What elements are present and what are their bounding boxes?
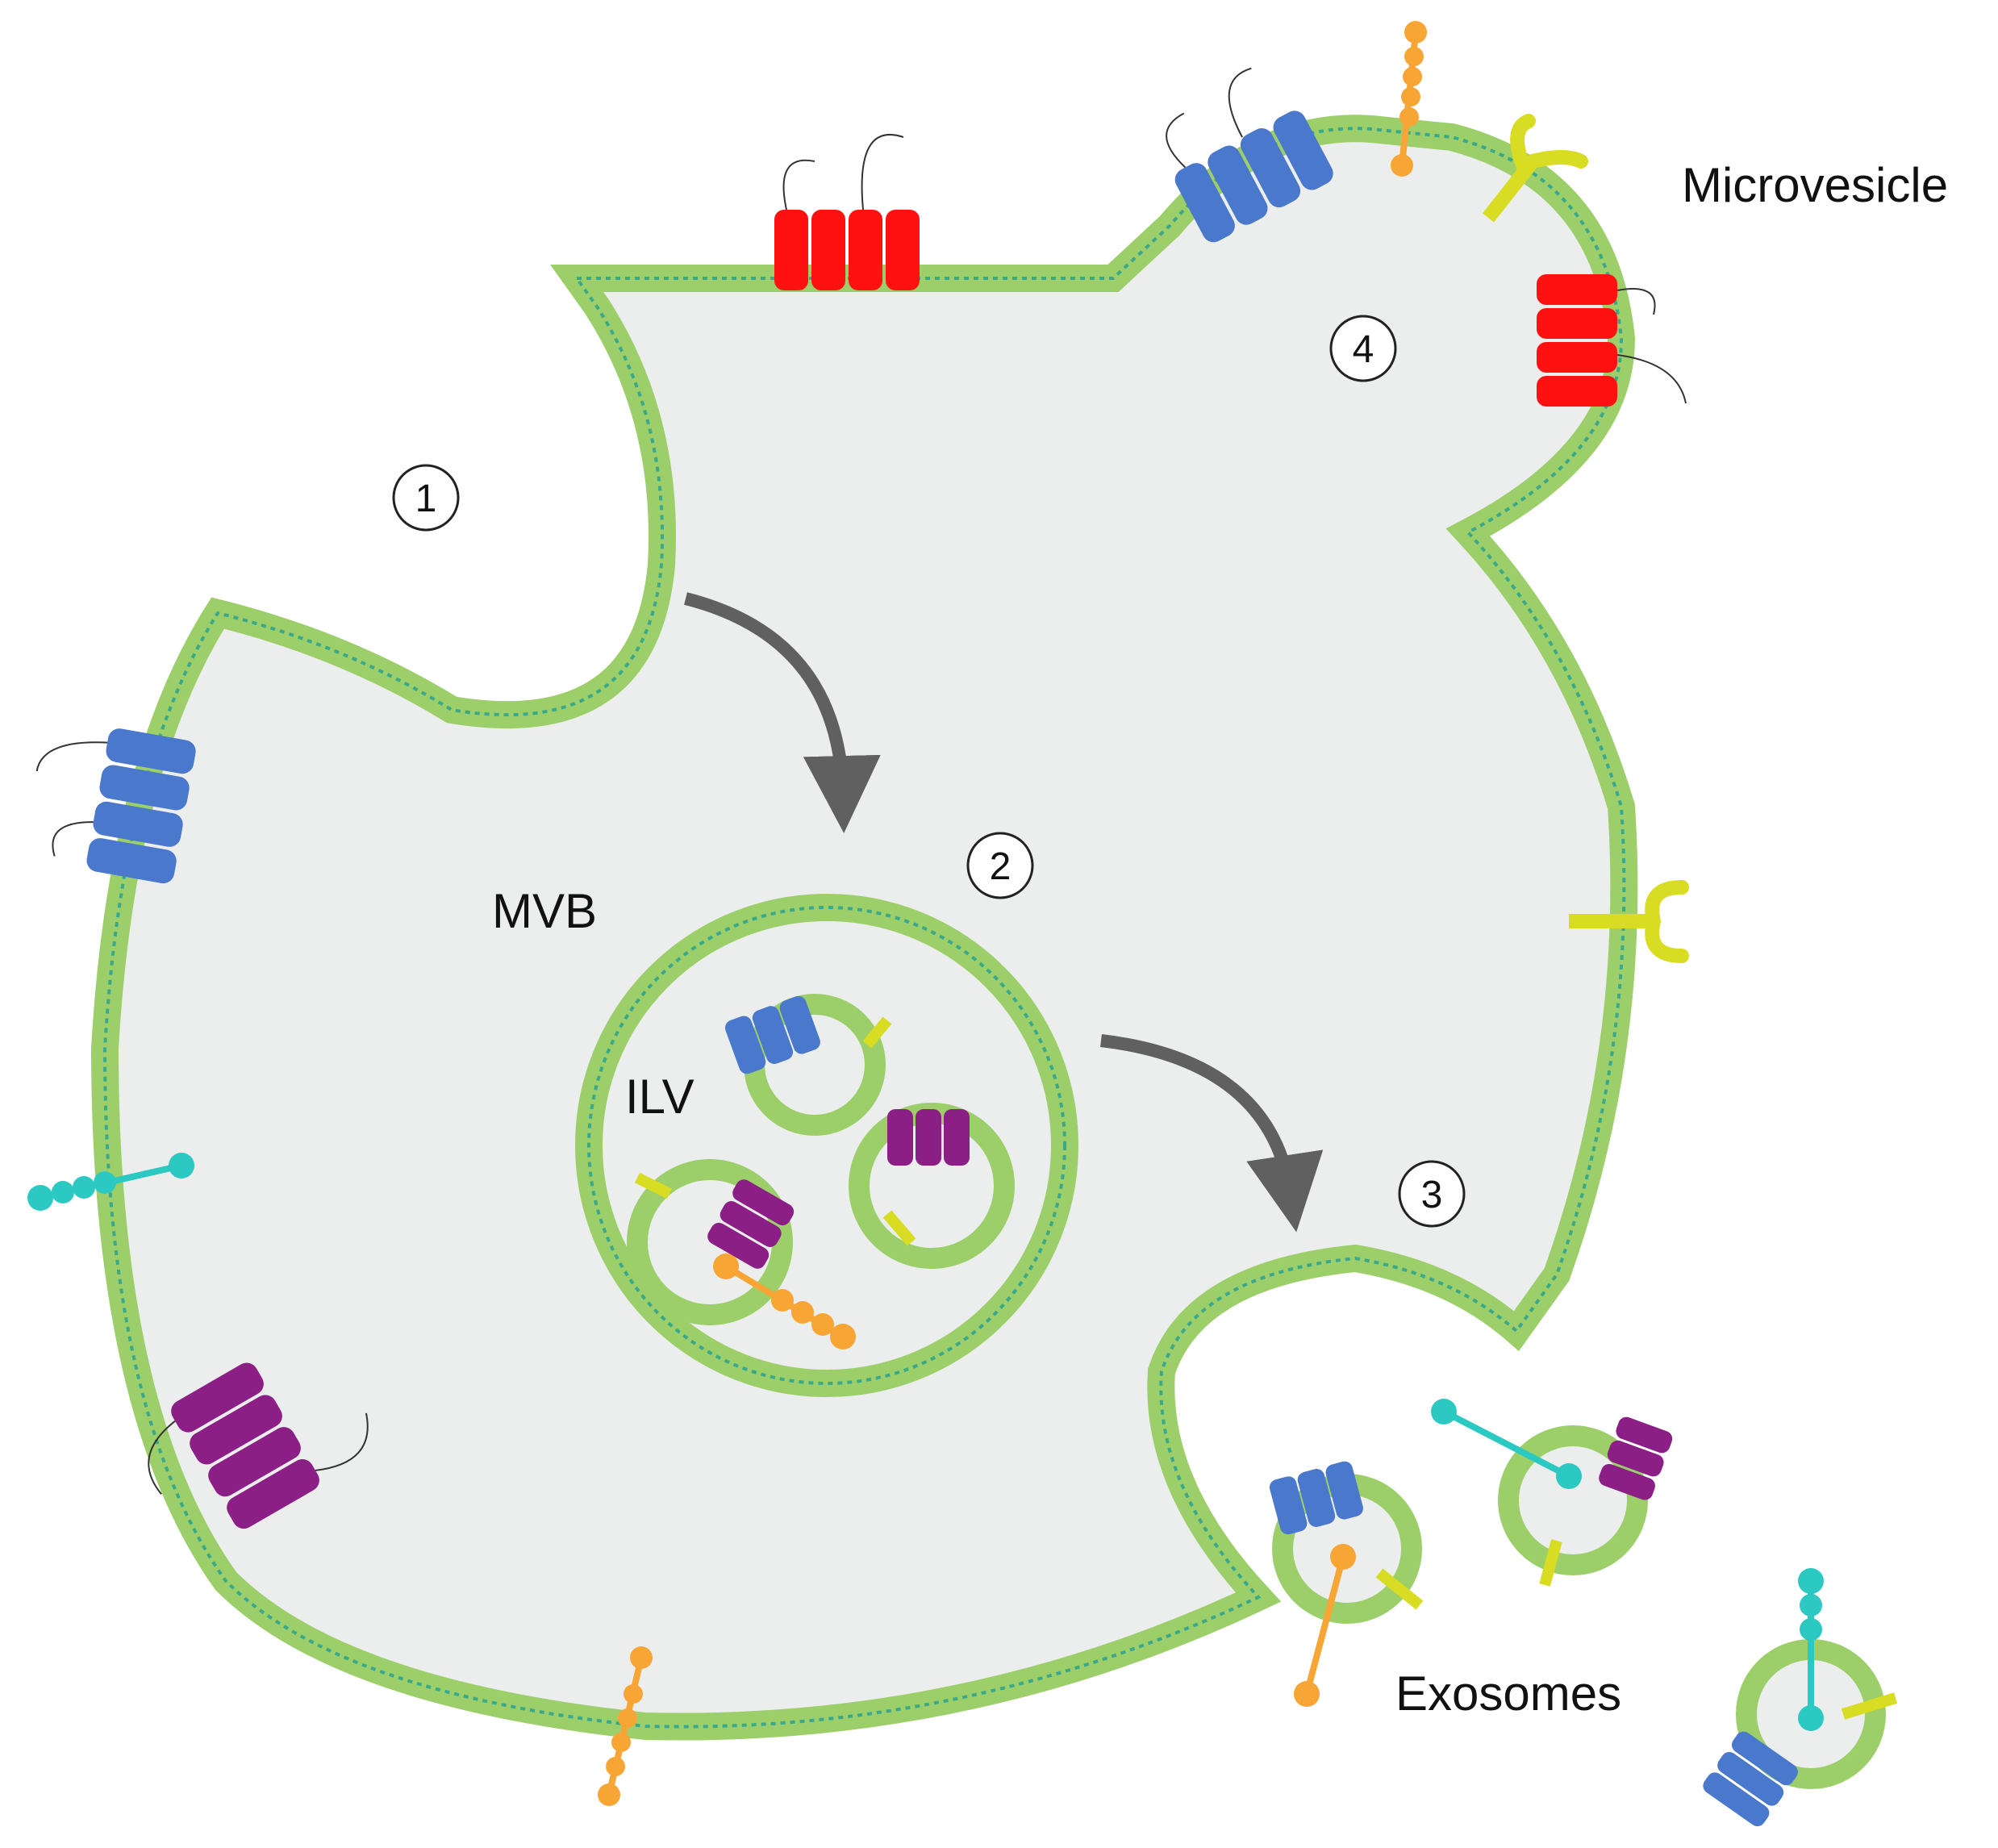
step-2-circle	[966, 832, 1034, 899]
curved-arrow-icon	[684, 592, 881, 833]
cyan-anchor-left	[27, 1153, 194, 1211]
step-1-circle	[392, 464, 460, 532]
step-4-label: 4	[1353, 328, 1374, 371]
step-3-label: 3	[1421, 1174, 1443, 1216]
exosomes-label: Exosomes	[1395, 1667, 1621, 1721]
purple-protein-left	[148, 1362, 369, 1529]
step-3-circle	[1398, 1160, 1466, 1228]
orange-anchor-bottom	[598, 1646, 653, 1806]
mvb-label: MVB	[492, 884, 597, 938]
cell-membrane-inner	[102, 127, 1626, 1729]
ilv-vesicles	[627, 994, 1015, 1349]
yellow-receptor-right	[1569, 880, 1689, 963]
step-2-label: 2	[990, 845, 1012, 888]
yellow-receptor-top	[1482, 114, 1588, 223]
microvesicle-label: Microvesicle	[1682, 158, 1948, 212]
blue-protein-microvesicle	[1166, 67, 1333, 243]
blue-protein-left	[35, 728, 196, 884]
exosomes-group	[1269, 1399, 1898, 1827]
red-protein-top	[774, 133, 920, 290]
curved-arrow-icon	[1100, 1034, 1324, 1233]
red-protein-microvesicle	[1537, 274, 1687, 407]
ilv-label: ILV	[625, 1070, 695, 1124]
orange-anchor-top	[1391, 21, 1427, 177]
step-4-circle	[1329, 315, 1397, 382]
step-1-label: 1	[415, 478, 437, 520]
